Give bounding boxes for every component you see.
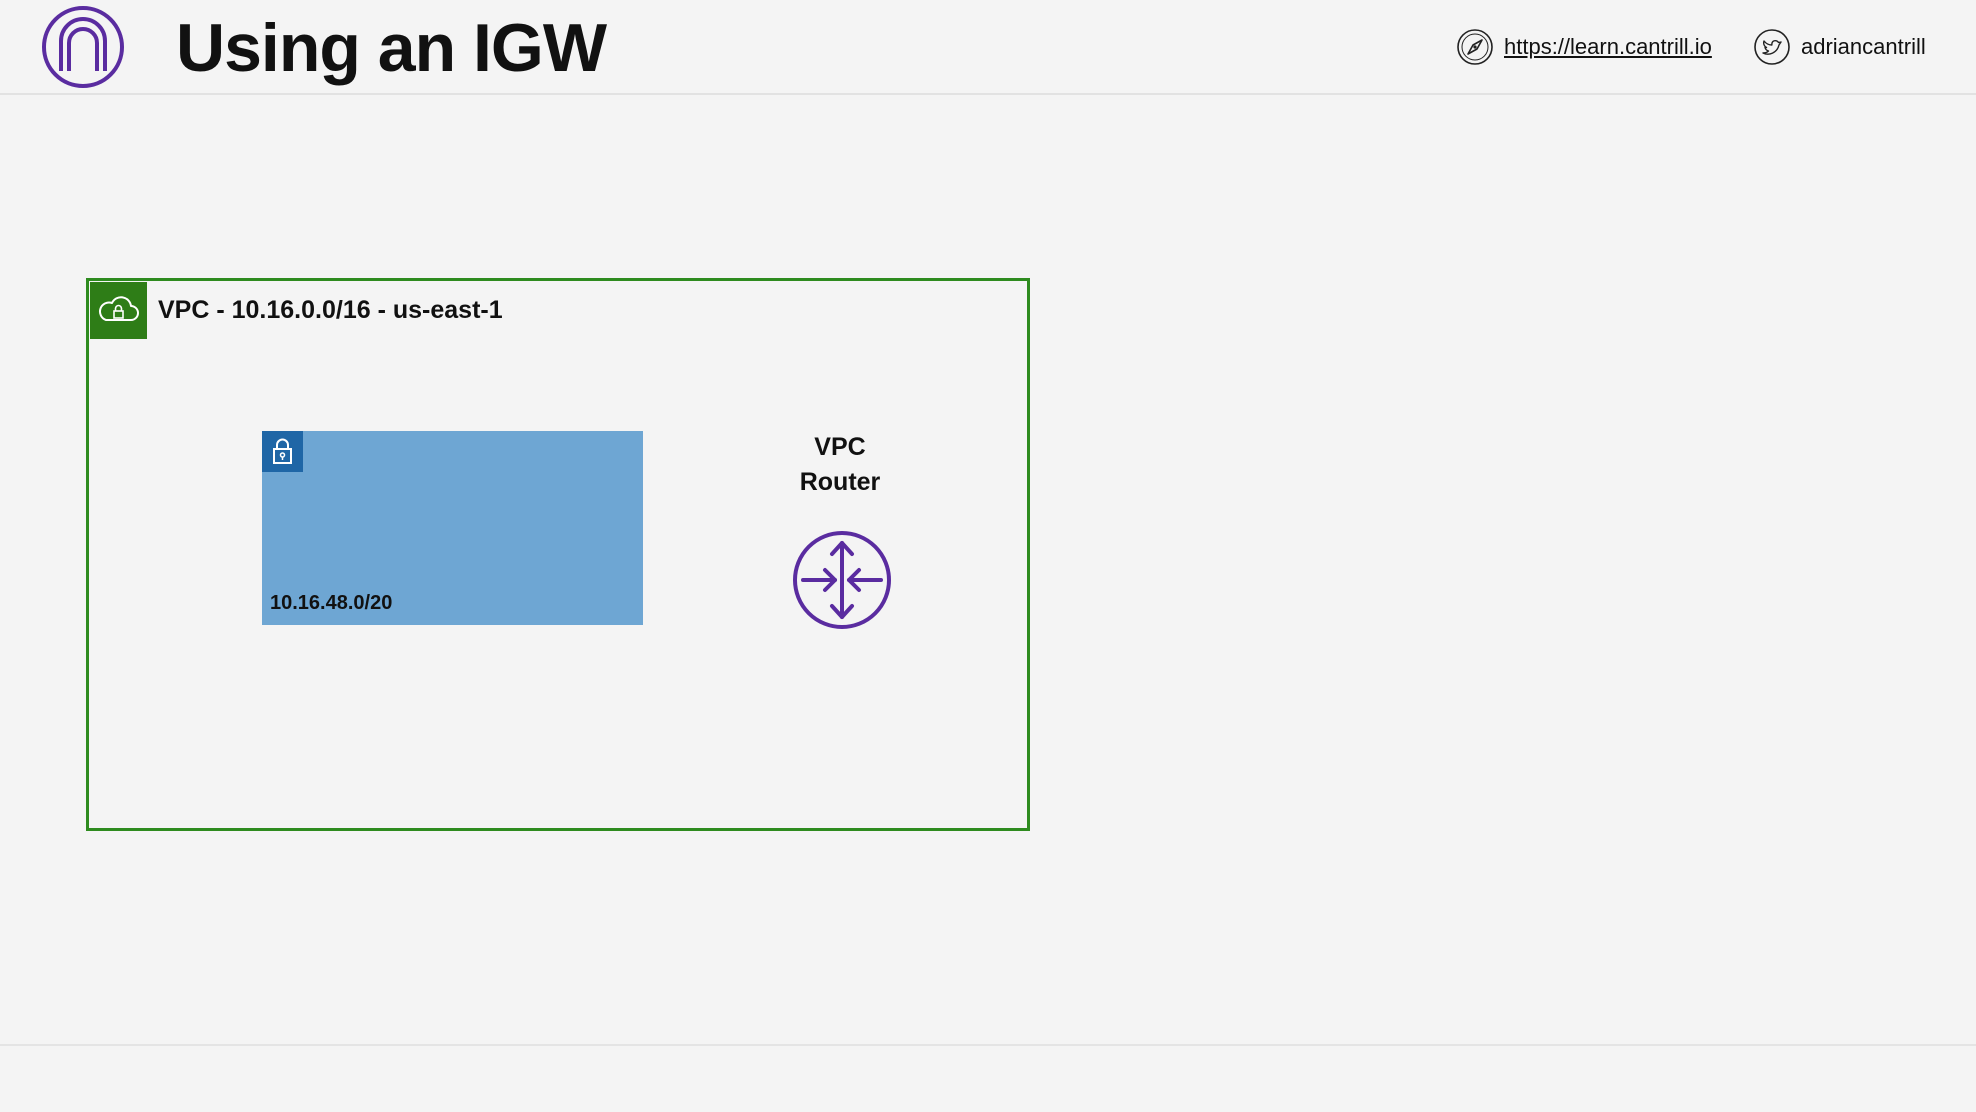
page-title: Using an IGW [176,10,607,86]
router-label: VPC Router [760,430,920,500]
vpc-container: VPC - 10.16.0.0/16 - us-east-1 [86,278,1030,831]
twitter-icon [1754,29,1790,65]
vpc-label: VPC - 10.16.0.0/16 - us-east-1 [158,296,503,324]
router-label-line2: Router [799,468,881,496]
cloud-lock-icon [99,296,139,321]
subnet-cidr-label: 10.16.48.0/20 [270,592,393,614]
vpc-badge [90,282,147,339]
compass-icon [1457,29,1493,65]
arch-logo-icon [42,6,124,88]
subnet-box: 10.16.48.0/20 [262,431,643,625]
router-icon [793,531,891,629]
site-link-text[interactable]: https://learn.cantrill.io [1504,34,1712,59]
subnet-badge [262,431,303,472]
lock-icon [273,438,292,464]
site-link[interactable]: https://learn.cantrill.io [1456,27,1712,67]
header-bar: Using an IGW https://learn.cantrill.io a… [0,0,1976,95]
twitter-link[interactable]: adriancantrill [1753,27,1926,67]
footer-divider [0,1044,1976,1046]
router-label-line1: VPC [814,433,866,461]
twitter-handle[interactable]: adriancantrill [1801,34,1926,59]
